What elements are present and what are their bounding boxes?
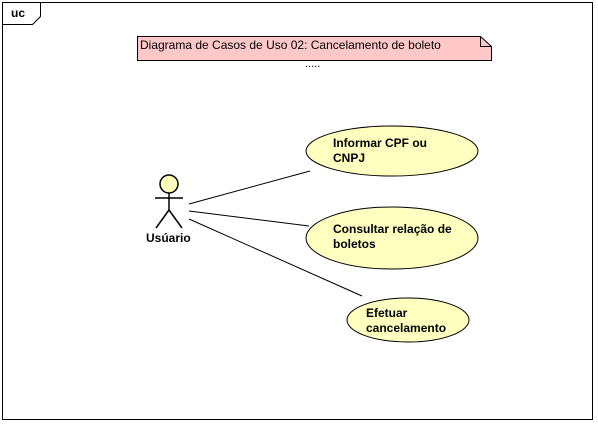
association-consultar-boletos[interactable] xyxy=(188,210,310,227)
use-case-label-informar-cpf: Informar CPF ou CNPJ xyxy=(333,136,428,165)
diagram-frame xyxy=(2,2,593,420)
actor-head xyxy=(159,174,179,194)
association-efetuar-cancelamento[interactable] xyxy=(188,218,363,297)
use-case-informar-cpf[interactable] xyxy=(305,125,479,177)
actor-label: Usúario xyxy=(146,231,191,245)
note-shape[interactable] xyxy=(137,36,492,61)
note-text: Diagrama de Casos de Uso 02: Cancelament… xyxy=(140,38,441,52)
use-case-consultar-boletos[interactable] xyxy=(305,206,479,270)
note-fold xyxy=(480,36,492,47)
association-informar-cpf[interactable] xyxy=(188,170,311,205)
actor-stick-figure[interactable] xyxy=(155,174,183,229)
use-case-label-efetuar-cancelamento: Efetuar cancelamento xyxy=(366,306,447,335)
use-case-efetuar-cancelamento[interactable] xyxy=(346,297,470,343)
frame-tag-label: uc xyxy=(11,6,26,20)
actor-left-leg xyxy=(155,209,170,229)
frame-tag-box xyxy=(2,2,41,25)
note-ellipsis: ..... xyxy=(305,58,321,70)
actor-right-leg xyxy=(168,209,183,229)
use-case-label-consultar-boletos: Consultar relação de boletos xyxy=(333,222,452,251)
